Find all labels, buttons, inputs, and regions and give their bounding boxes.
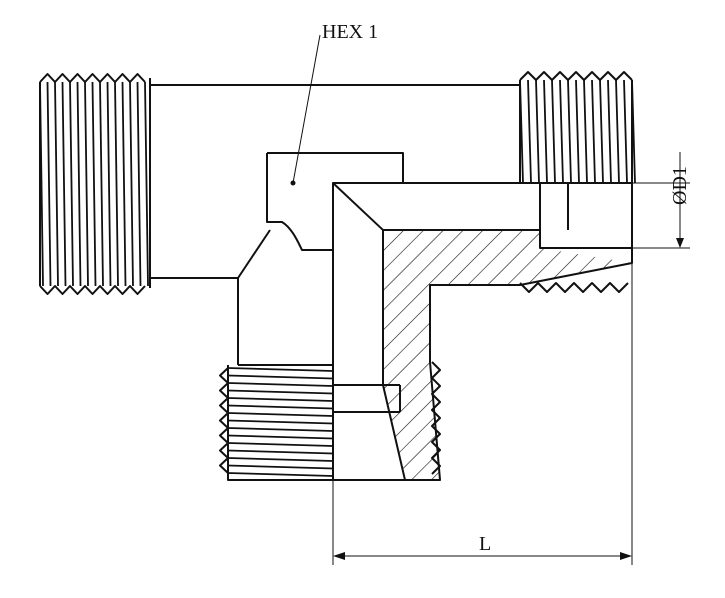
thread-line [535,79,540,184]
length-dimension [332,263,633,565]
length-label: L [479,533,491,555]
thread-line [46,81,52,287]
thread-crest [519,71,633,81]
thread-line [99,81,104,287]
thread-line [106,81,112,287]
thread-line [551,79,556,184]
thread-crest [219,367,229,474]
hex-leader [292,34,321,184]
thread-line [227,449,334,455]
thread-line [227,472,334,477]
thread-line [227,397,334,402]
thread-crest [519,282,629,293]
right-thread [519,71,636,293]
hex-label: HEX 1 [322,21,378,43]
thread-line [227,389,334,395]
section-outline [332,182,633,481]
thread-line [615,79,620,184]
thread-line [227,367,334,372]
thread-line [76,81,82,287]
thread-line [599,79,604,184]
thread-line [84,81,89,287]
thread-line [227,427,334,432]
thread-line [591,79,596,184]
left-thread [38,73,151,295]
thread-crest [39,285,146,295]
thread-line [61,81,67,287]
thread-line [227,442,334,447]
thread-line [39,81,44,287]
bottom-thread [219,361,441,481]
thread-line [631,79,636,184]
length-arrow-left-icon [333,552,345,560]
diameter-arrow-icon [676,238,684,248]
thread-line [227,457,334,462]
inner-bore [332,182,632,481]
thread-line [69,81,74,287]
thread-line [227,434,334,440]
thread-line [607,79,612,184]
thread-line [623,79,628,184]
thread-line [129,81,134,287]
section-hatch [383,230,632,480]
thread-line [227,419,334,425]
thread-line [144,81,149,287]
thread-line [54,81,59,287]
thread-line [543,79,548,184]
thread-crest [39,73,146,83]
diameter-dimension [632,152,690,249]
thread-line [559,79,564,184]
hex-body [266,152,404,251]
thread-line [136,81,142,287]
thread-line [114,81,119,287]
thread-line [527,79,532,184]
thread-line [227,464,334,470]
thread-line [227,382,334,387]
thread-line [121,81,127,287]
length-arrow-right-icon [620,552,632,560]
thread-line [567,79,572,184]
thread-line [575,79,580,184]
branch-neck [237,229,333,366]
bottom-bore [333,384,401,413]
thread-line [227,412,334,417]
thread-line [227,404,334,410]
diameter-label: ØD1 [669,166,691,205]
thread-line [583,79,588,184]
thread-line [227,374,334,380]
thread-line [91,81,97,287]
thread-line [519,79,524,184]
main-body [150,84,520,279]
